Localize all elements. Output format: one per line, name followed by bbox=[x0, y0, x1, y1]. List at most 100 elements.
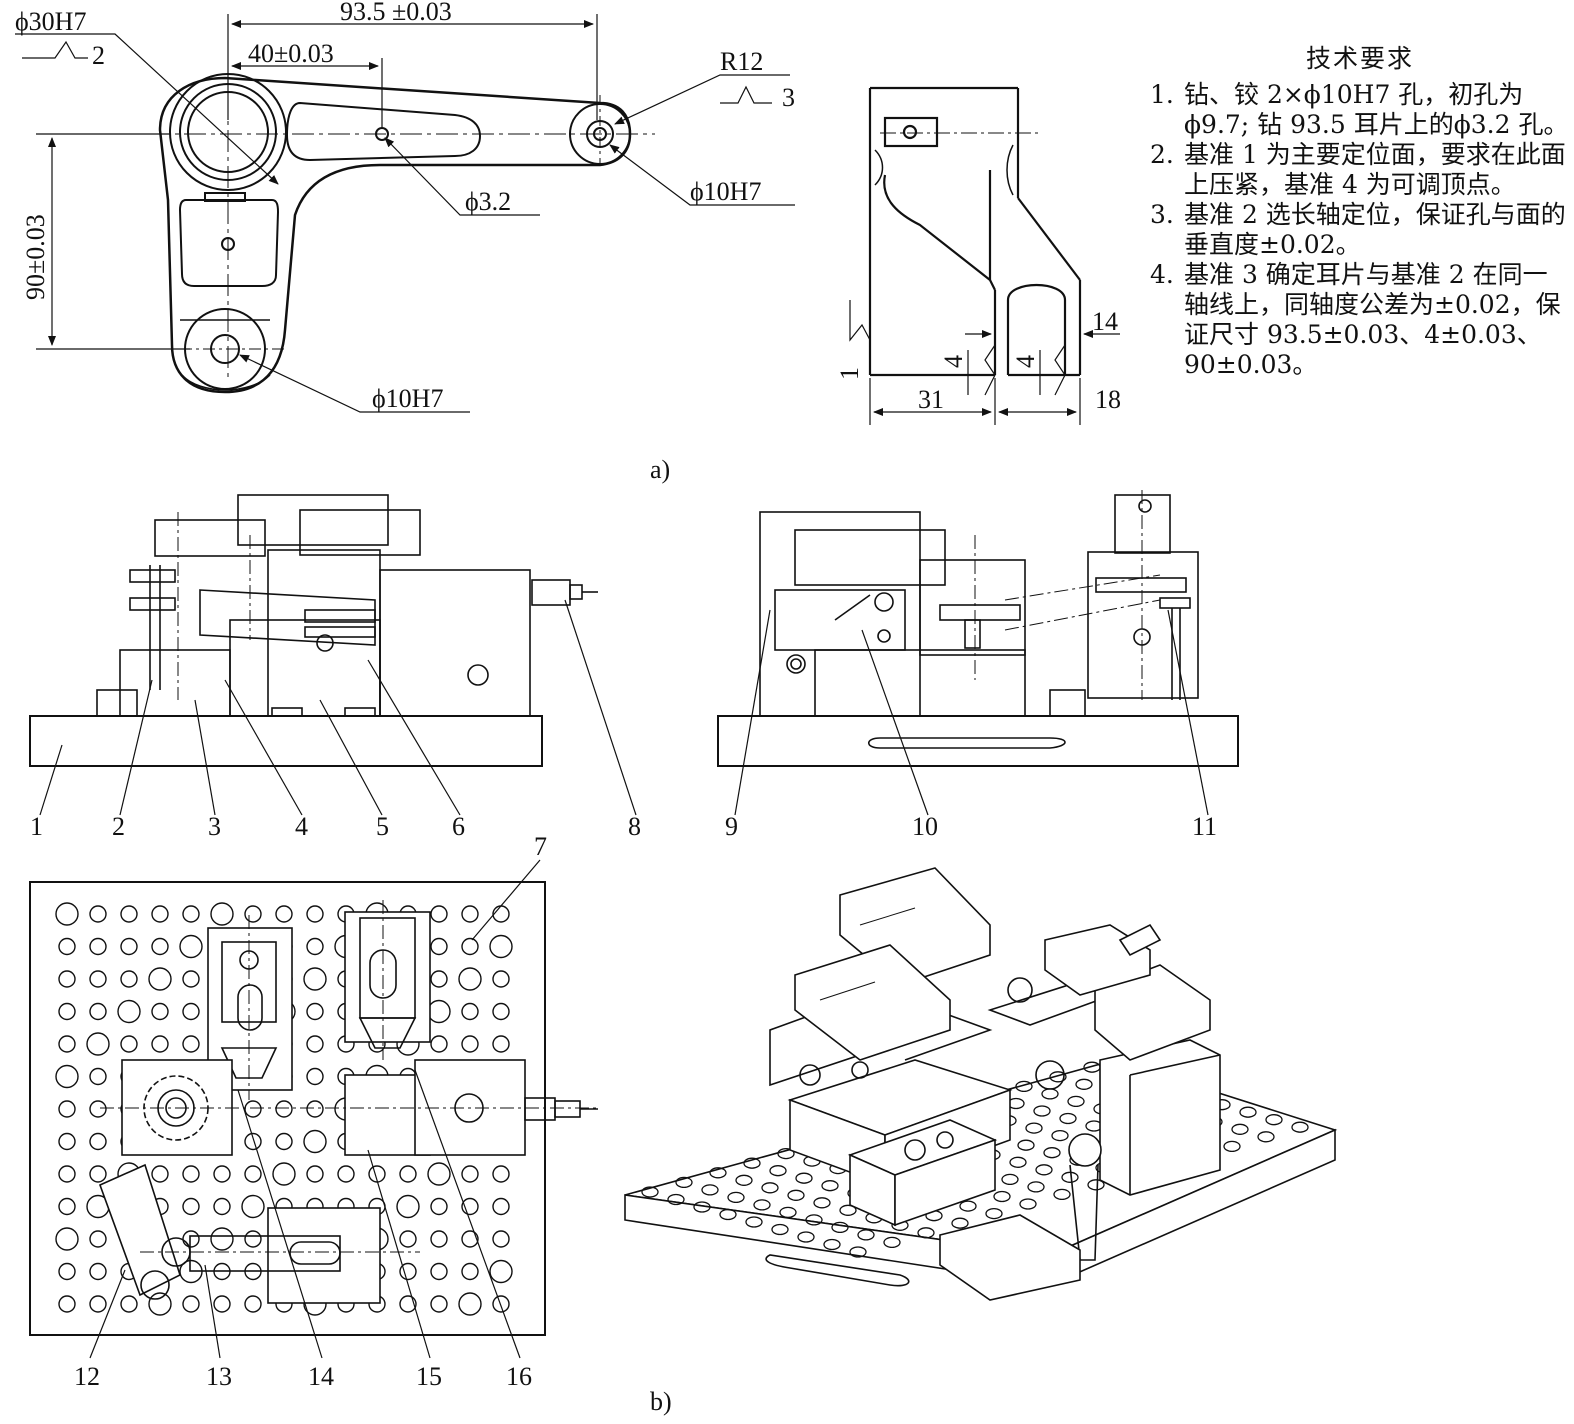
plate-hole bbox=[492, 1035, 510, 1053]
plate-hole bbox=[151, 937, 169, 956]
iso-plate-hole bbox=[667, 1193, 685, 1206]
dim-mid-length: 40±0.03 bbox=[248, 39, 334, 68]
plate-hole bbox=[492, 905, 510, 923]
plate-hole bbox=[430, 1262, 448, 1281]
plate-hole bbox=[461, 937, 479, 956]
plate-hole bbox=[492, 1197, 510, 1216]
plate-hole bbox=[151, 1165, 169, 1183]
plate-hole bbox=[461, 1165, 479, 1183]
dim-bore-top: ϕ30H7 bbox=[15, 7, 86, 36]
iso-plate-hole bbox=[701, 1184, 719, 1196]
plate-hole bbox=[244, 1295, 262, 1313]
plate-hole bbox=[489, 1259, 513, 1284]
plate-hole bbox=[89, 1002, 107, 1021]
iso-plate-hole bbox=[951, 1217, 969, 1229]
plate-hole bbox=[89, 1295, 107, 1313]
plate-hole bbox=[89, 1230, 107, 1248]
side-leaders bbox=[734, 609, 1209, 816]
iso-plate-hole bbox=[795, 1172, 813, 1184]
plate-hole bbox=[396, 1194, 420, 1219]
iso-plate-hole bbox=[743, 1157, 761, 1169]
plate-hole bbox=[182, 1230, 200, 1248]
plate-hole bbox=[182, 905, 200, 923]
iso-plate-hole bbox=[849, 1246, 867, 1258]
plate-hole bbox=[58, 1262, 76, 1281]
dim-31: 31 bbox=[918, 385, 944, 414]
plate-hole bbox=[182, 970, 200, 988]
plate-hole bbox=[55, 1227, 79, 1251]
plate-hole bbox=[89, 1132, 107, 1151]
plate-hole bbox=[89, 1067, 107, 1086]
plate-hole bbox=[461, 1035, 479, 1053]
plate-hole bbox=[399, 1295, 417, 1313]
requirement-number: 4. bbox=[1150, 260, 1174, 289]
plate-hole bbox=[89, 937, 107, 956]
iso-plate-hole bbox=[883, 1236, 901, 1249]
plate-hole bbox=[89, 905, 107, 923]
iso-plate-hole bbox=[719, 1208, 737, 1221]
plate-hole bbox=[210, 1227, 234, 1251]
plate-hole bbox=[213, 1295, 231, 1313]
plate-hole bbox=[148, 1292, 172, 1316]
iso-plate-hole bbox=[813, 1197, 831, 1209]
iso-plate-hole bbox=[1239, 1106, 1257, 1118]
iso-plate-hole bbox=[1043, 1147, 1061, 1159]
label-12: 12 bbox=[74, 1362, 100, 1391]
plate-hole bbox=[430, 1230, 448, 1248]
plate-hole bbox=[430, 1295, 448, 1313]
label-15: 15 bbox=[416, 1362, 442, 1391]
iso-plate-hole bbox=[823, 1238, 841, 1251]
iso-plate-hole bbox=[769, 1165, 787, 1177]
label-14: 14 bbox=[308, 1362, 334, 1391]
plate-hole bbox=[275, 905, 293, 923]
label-3: 3 bbox=[208, 812, 221, 841]
plate-hole bbox=[461, 1002, 479, 1021]
plate-hole bbox=[241, 1194, 265, 1219]
plate-hole bbox=[492, 1295, 510, 1313]
plate-hole bbox=[151, 905, 169, 923]
plate-hole bbox=[151, 1035, 169, 1053]
iso-plate-hole bbox=[1231, 1123, 1249, 1135]
plate-hole bbox=[151, 1002, 169, 1021]
dim-hole-right: ϕ10H7 bbox=[690, 177, 761, 206]
plate-hole bbox=[430, 905, 448, 923]
plate-hole bbox=[275, 1132, 293, 1151]
plate-hole bbox=[120, 905, 138, 923]
plate-hole bbox=[427, 1162, 451, 1186]
iso-plate-hole bbox=[709, 1167, 727, 1179]
iso-plate-hole bbox=[735, 1174, 753, 1186]
label-16: 16 bbox=[506, 1362, 532, 1391]
label-6: 6 bbox=[452, 812, 465, 841]
requirement-item: 2. 基准 1 为主要定位面，要求在此面上压紧，基准 4 为可调顶点。 bbox=[1150, 140, 1570, 200]
iso-plate-hole bbox=[1067, 1095, 1085, 1108]
plate-hole bbox=[182, 1295, 200, 1313]
part-b-isometric-view bbox=[624, 867, 1338, 1301]
label-1: 1 bbox=[30, 812, 43, 841]
plate-hole bbox=[430, 1035, 448, 1053]
plate-hole bbox=[275, 1100, 293, 1118]
plate-hole bbox=[58, 1197, 76, 1216]
iso-plate-hole bbox=[1015, 1080, 1033, 1093]
iso-plate-hole bbox=[805, 1214, 823, 1226]
iso-plate-hole bbox=[1087, 1179, 1105, 1191]
iso-plate-hole bbox=[857, 1229, 875, 1241]
part-a-side-dim-text: 31 18 14 4 4 1 bbox=[835, 307, 1121, 414]
front-leaders bbox=[39, 599, 637, 816]
requirement-item: 3. 基准 2 选长轴定位，保证孔与面的垂直度±0.02。 bbox=[1150, 200, 1570, 260]
plate-hole bbox=[492, 970, 510, 988]
plate-hole bbox=[461, 1230, 479, 1248]
iso-plate-hole bbox=[1001, 1173, 1019, 1186]
plate-hole bbox=[461, 1197, 479, 1216]
part-a-dim-text: ϕ30H7 2 93.5 ±0.03 40±0.03 R12 3 ϕ3.2 ϕ1… bbox=[15, 0, 795, 413]
iso-plate-hole bbox=[787, 1189, 805, 1201]
label-8: 8 bbox=[628, 812, 641, 841]
plate-hole bbox=[272, 1162, 296, 1186]
plate-hole bbox=[458, 1292, 482, 1316]
iso-plate-hole bbox=[1075, 1078, 1093, 1090]
iso-plate-hole bbox=[1049, 1071, 1067, 1083]
label-11: 11 bbox=[1192, 812, 1217, 841]
part-a-side-view bbox=[868, 86, 1082, 377]
iso-plate-hole bbox=[1035, 1164, 1053, 1176]
iso-plate-hole bbox=[1223, 1140, 1241, 1153]
plate-hole bbox=[182, 1197, 200, 1216]
